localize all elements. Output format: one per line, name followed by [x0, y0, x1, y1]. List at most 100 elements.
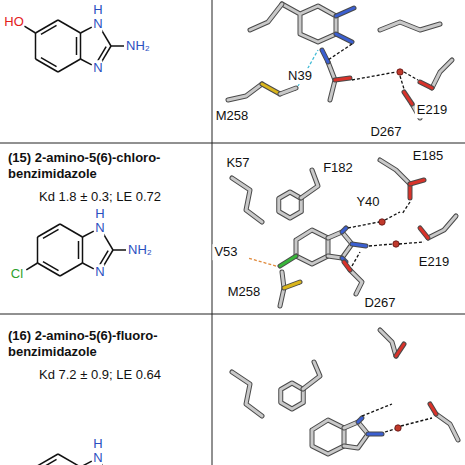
bond	[24, 26, 35, 33]
stick-outline	[404, 92, 412, 104]
stick	[428, 216, 456, 238]
stick-outline	[312, 420, 344, 454]
stick-outline	[228, 84, 262, 100]
bond	[58, 454, 81, 465]
bond	[35, 33, 37, 59]
stick	[404, 92, 412, 104]
bond	[78, 241, 80, 259]
stick-outline	[301, 170, 318, 198]
stick-outline	[344, 262, 350, 270]
compound-title: (15) 2-amino-5(6)-chloro-benzimidazole	[8, 150, 208, 181]
bond	[83, 231, 94, 237]
bond	[58, 59, 81, 72]
bond	[43, 262, 59, 271]
stick-outline	[280, 256, 296, 266]
stick-outline	[303, 362, 320, 389]
contact-line	[400, 76, 404, 89]
stick	[344, 262, 350, 270]
table-rule	[212, 0, 213, 465]
bond	[102, 464, 111, 465]
stick	[380, 160, 410, 184]
bond	[37, 237, 39, 263]
stick-outline	[358, 418, 362, 422]
stick-outline	[335, 78, 350, 80]
stick-outline	[284, 282, 300, 288]
residue-label: N39	[286, 68, 314, 84]
residue-label: M258	[226, 284, 263, 300]
contact-line	[352, 252, 360, 266]
stick-outline	[328, 232, 352, 258]
atom-label: Cl	[11, 266, 23, 282]
contact-line	[399, 242, 424, 244]
stick	[380, 22, 440, 30]
residue-label: F182	[321, 160, 355, 176]
atom-label: N	[95, 220, 104, 236]
residue-label: E185	[411, 148, 445, 164]
stick-outline	[336, 8, 354, 16]
chemical-structure	[36, 454, 125, 465]
contact-line	[352, 72, 396, 80]
bond	[60, 263, 83, 276]
stick	[280, 256, 296, 266]
atom-label: N	[93, 450, 102, 465]
bond	[76, 37, 78, 55]
stick	[380, 330, 396, 356]
atom-label: NH₂	[126, 38, 150, 54]
stick-outline	[410, 180, 424, 184]
atom-label: N	[95, 264, 104, 280]
residue-label: E219	[417, 254, 451, 270]
bond	[36, 454, 59, 465]
table-rule	[0, 143, 465, 144]
stick	[279, 192, 302, 218]
stick-outline	[436, 414, 458, 440]
water-sphere	[397, 69, 403, 75]
stick-outline	[232, 372, 262, 416]
atom-label: HO	[4, 14, 24, 30]
stick	[344, 422, 368, 448]
stick	[336, 8, 354, 16]
contact-line	[362, 404, 392, 416]
stick	[420, 228, 428, 238]
stick-outline	[250, 4, 282, 30]
stick-outline	[368, 432, 382, 437]
stick-outline	[281, 383, 304, 409]
contact-line	[385, 212, 400, 220]
bond	[81, 27, 92, 33]
bond	[43, 229, 59, 238]
chemical-structure	[26, 224, 126, 276]
stick-outline	[420, 82, 432, 88]
stick	[358, 418, 362, 422]
binding-site-render	[228, 4, 458, 454]
contact-line	[328, 44, 352, 60]
stick	[301, 170, 318, 198]
contact-line	[402, 202, 410, 214]
stick	[430, 404, 436, 414]
stick	[436, 414, 458, 440]
bond	[113, 249, 126, 251]
residue-label: D267	[362, 295, 397, 311]
contact-line	[385, 429, 395, 432]
bond	[111, 45, 124, 47]
stick-outline	[232, 178, 262, 222]
stick	[232, 372, 262, 416]
table-rule	[0, 314, 465, 315]
residue-label: M258	[214, 108, 251, 124]
atom-label: NH₂	[128, 242, 152, 258]
contact-line	[248, 258, 276, 266]
residue-label: D267	[368, 124, 403, 140]
chemical-structure	[24, 20, 124, 72]
bond	[104, 250, 113, 266]
water-sphere	[379, 219, 385, 225]
stick	[228, 84, 262, 100]
bond	[41, 25, 57, 34]
residue-label: V53	[212, 244, 239, 260]
water-sphere	[395, 425, 401, 431]
stick-outline	[296, 230, 328, 264]
stick	[336, 34, 352, 42]
compound-title: (16) 2-amino-5(6)-fluoro-benzimidazole	[8, 328, 208, 359]
bond	[60, 224, 83, 237]
stick	[368, 433, 382, 436]
stick-outline	[336, 34, 352, 42]
